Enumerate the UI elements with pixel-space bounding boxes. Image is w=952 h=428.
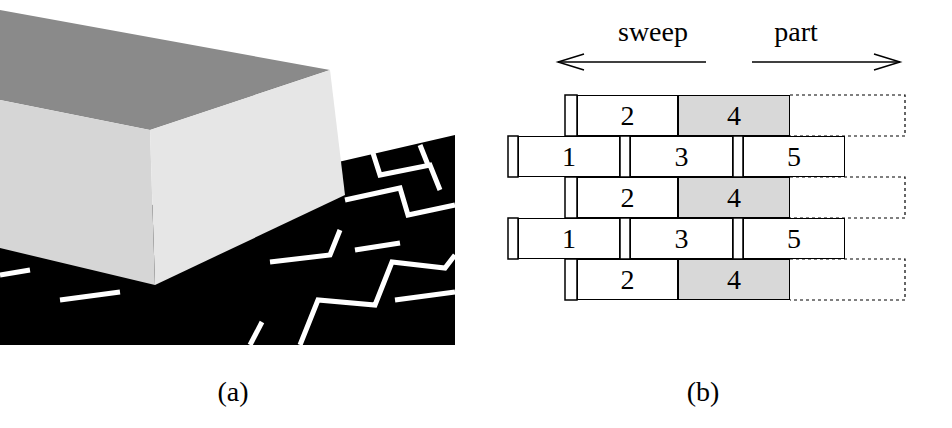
cell-number: 3 <box>675 225 689 253</box>
cell-number: 2 <box>621 102 635 130</box>
box-right-face <box>150 70 345 285</box>
panel-caption: (b) <box>687 378 720 406</box>
brick-cell: 3 <box>630 218 733 259</box>
sweep-arrow <box>558 54 706 70</box>
cell-number: 4 <box>727 184 741 212</box>
brick-cell: 1 <box>518 218 620 259</box>
future-cells <box>790 95 905 300</box>
brick-cell: 2 <box>577 95 678 136</box>
cell-number: 4 <box>727 102 741 130</box>
brick-cell: 1 <box>518 136 620 177</box>
cell-number: 3 <box>675 143 689 171</box>
direction-label: part <box>774 18 818 46</box>
brick-cell: 4 <box>678 259 790 300</box>
brick-cell: 2 <box>577 259 678 300</box>
box-left-face <box>0 100 155 285</box>
direction-label: sweep <box>618 18 688 46</box>
cell-number: 1 <box>562 143 576 171</box>
brick-cell: 4 <box>678 95 790 136</box>
brick-cell: 3 <box>630 136 733 177</box>
brick-cell: 5 <box>743 218 845 259</box>
panel-caption: (a) <box>217 378 248 406</box>
cell-number: 2 <box>621 266 635 294</box>
cell-number: 4 <box>727 266 741 294</box>
part-arrow <box>752 54 900 70</box>
cell-number: 1 <box>562 225 576 253</box>
brick-cell: 2 <box>577 177 678 218</box>
cell-number: 5 <box>787 143 801 171</box>
brick-cell: 4 <box>678 177 790 218</box>
cell-number: 2 <box>621 184 635 212</box>
cell-number: 5 <box>787 225 801 253</box>
brick-cell: 5 <box>743 136 845 177</box>
